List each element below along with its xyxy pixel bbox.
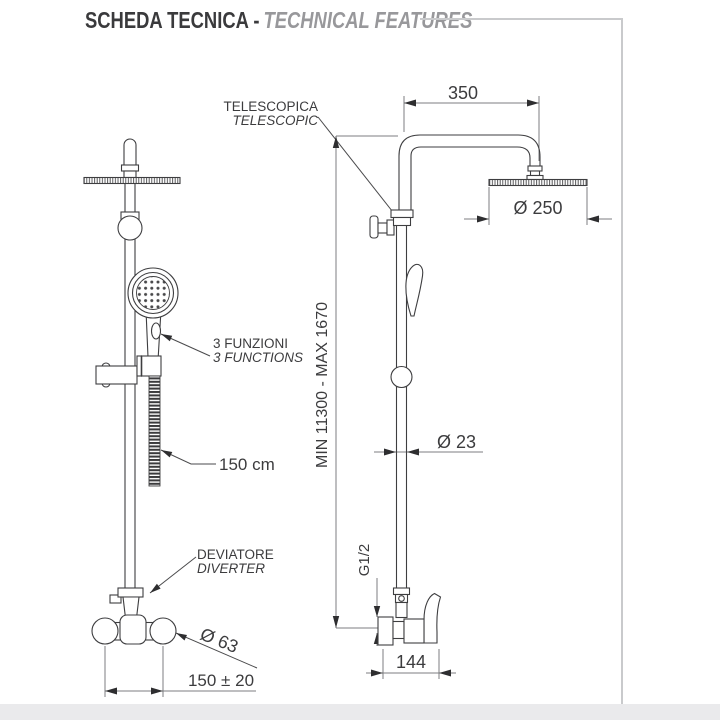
dim-body-depth: 144 [396,652,426,672]
dim-head-diameter: Ø 250 [513,198,562,218]
right-escutcheon [149,617,177,645]
handshower-function-button [150,322,162,340]
title-english: TECHNICAL FEATURES [263,7,473,33]
head-connector [527,165,543,172]
front-head-connector [123,170,137,179]
flexible-hose [148,375,161,487]
frame-right-rule [621,18,623,704]
header-rule [420,18,623,20]
shower-arm-outer [398,134,541,212]
handshower-head-ring [131,271,175,315]
head-connector [529,170,541,177]
wall-bracket-nut [386,219,395,236]
wall-bracket-knob [369,215,379,239]
front-shower-head [83,176,181,185]
dim-wall-centers: 150 ± 20 [188,671,254,690]
telescopic-joint [390,209,414,219]
front-top-tube [123,138,137,172]
side-mixer-body [403,618,425,644]
side-diverter-button [398,595,405,602]
label-functions-en: 3 FUNCTIONS [213,350,303,365]
leader-lines [149,116,401,669]
dim-arm-projection: 350 [448,83,478,103]
dimension-lines [104,96,612,697]
dim-thread-size: G1/2 [356,544,373,577]
side-diverter-collar [392,587,411,596]
slider-bracket [95,365,138,385]
label-telescopic-it: TELESCOPICA [223,99,318,114]
label-diverter-en: DIVERTER [197,561,265,576]
side-handshower [405,263,424,317]
mixer-cartridge [119,614,147,645]
side-column-base [395,601,408,619]
handshower-spray-face [136,276,170,310]
dimension-arrows [105,99,599,695]
column-base-collar [117,587,144,598]
page-title: SCHEDA TECNICA -TECHNICAL FEATURES [85,7,472,34]
dim-column-diameter: Ø 23 [437,432,476,452]
label-diverter-it: DEVIATORE [197,547,274,562]
side-connection-nut [392,620,405,640]
footer-bar [0,704,720,720]
label-functions-it: 3 FUNZIONI [213,336,288,351]
dim-height-range: MIN 11300 - MAX 1670 [314,302,331,468]
label-hose-length: 150 cm [219,455,275,474]
front-slide-ring [117,215,143,241]
title-italian: SCHEDA TECNICA - [85,7,260,33]
shower-arm-inner [410,146,531,212]
front-tube-collar [120,164,140,172]
mixer-lever [423,592,442,644]
diverter-knob [109,594,122,604]
slider-ball [390,365,413,389]
label-telescopic-en: TELESCOPIC [232,113,318,128]
wall-bracket-arm [377,222,388,234]
head-connector [526,174,544,181]
left-escutcheon [91,617,119,645]
front-view [83,138,181,645]
side-shower-head [488,178,588,187]
side-escutcheon [377,616,394,646]
telescopic-joint [392,216,412,227]
side-view [369,134,588,646]
handshower-holder [136,355,162,377]
